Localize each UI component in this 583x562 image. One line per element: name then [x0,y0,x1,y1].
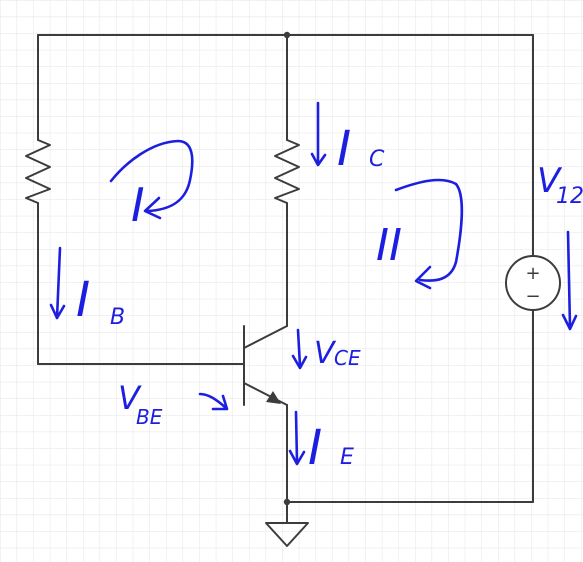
current-ib-annotation: I B [49,246,125,330]
circuit-wires [37,34,534,524]
source-voltage-annotation: V 12 [537,161,583,331]
source-plus-sign: + [525,263,540,284]
voltage-source-icon[interactable]: + − [505,255,561,311]
svg-text:12: 12 [556,184,583,209]
junction-dot-bottom [283,498,291,506]
current-ic-annotation: I C [310,101,385,177]
loop-1-arrowhead [143,196,162,220]
loop-2-label: II [376,220,402,271]
svg-text:V: V [118,379,142,417]
svg-text:V: V [314,336,337,371]
npn-transistor-icon[interactable] [243,325,288,406]
loop-2-arrowhead [414,265,432,290]
svg-text:C: C [369,147,385,172]
junction-dot-top [283,31,291,39]
voltage-vce-annotation: V CE [291,328,361,371]
resistor-icon[interactable] [274,139,300,204]
loop-1-label: I [131,178,145,232]
loop-2-arrow [394,178,464,282]
svg-text:B: B [110,305,125,330]
svg-text:I: I [76,272,90,328]
svg-text:I: I [308,420,322,476]
svg-text:V: V [537,161,563,201]
current-ie-annotation: I E [288,410,354,476]
voltage-vbe-annotation: V BE [118,379,229,429]
svg-text:E: E [340,445,354,470]
resistor-icon[interactable] [25,139,51,204]
svg-text:I: I [337,121,351,177]
svg-text:BE: BE [136,405,163,429]
source-minus-sign: − [525,286,540,307]
ground-icon [265,522,309,547]
loop-1-arrow [109,139,194,213]
svg-text:CE: CE [334,346,361,370]
